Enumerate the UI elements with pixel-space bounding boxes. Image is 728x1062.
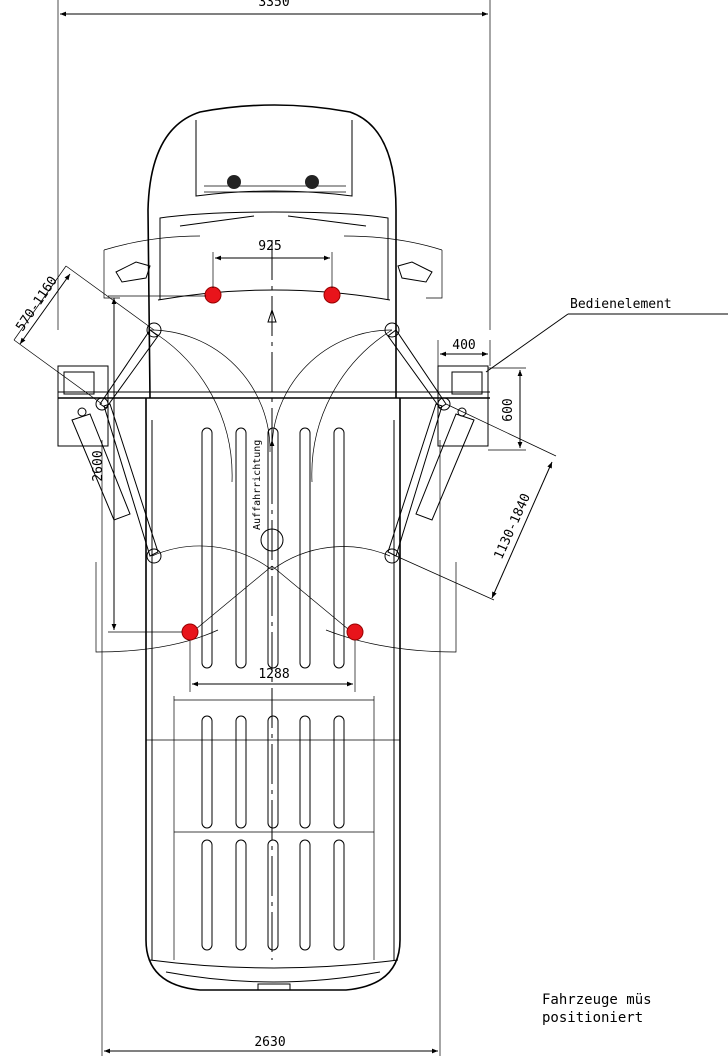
arm-front-label: 570-1160 <box>13 274 60 334</box>
lift-point-front-left <box>204 286 222 304</box>
vehicle-outline <box>115 104 433 991</box>
lift-point-rear-left <box>181 623 199 641</box>
positioning-note: Fahrzeuge müs positioniert <box>542 992 652 1026</box>
lift-point-front-right <box>323 286 341 304</box>
note-line-2: positioniert <box>542 1010 643 1026</box>
column-offset-label: 400 <box>452 338 475 353</box>
wheelbase-label: 2600 <box>91 450 106 481</box>
right-lift-column <box>384 322 489 564</box>
dimension-overall-width: 3350 <box>57 0 491 330</box>
dimension-bottom-width: 2630 <box>101 440 441 1056</box>
dimension-front-points: 925 <box>212 239 333 288</box>
dimension-wheelbase: 2600 <box>91 295 206 633</box>
dimension-column-offset: 400 <box>437 338 491 366</box>
left-lift-column <box>57 322 490 564</box>
rear-points-label: 1288 <box>258 667 289 682</box>
dimension-arm-rear: 1130-1840 <box>395 403 557 601</box>
control-element-label: Bedienelement <box>570 297 672 312</box>
roof-rails <box>201 427 345 951</box>
front-points-label: 925 <box>258 239 281 254</box>
drive-direction-axis: Auffahrrichtung <box>252 240 277 960</box>
drive-direction-label: Auffahrrichtung <box>252 440 263 530</box>
dimension-column-depth: 600 <box>488 367 526 451</box>
note-line-1: Fahrzeuge müs <box>542 992 652 1008</box>
dimension-rear-points: 1288 <box>189 640 356 692</box>
dimension-arm-front: 570-1160 <box>13 265 155 405</box>
overall-width-label: 3350 <box>258 0 289 10</box>
control-element-callout: Bedienelement <box>485 297 728 373</box>
bottom-width-label: 2630 <box>254 1035 285 1050</box>
lift-points <box>181 286 364 641</box>
arm-swing-arcs <box>95 235 457 653</box>
column-depth-label: 600 <box>501 398 516 421</box>
lift-point-rear-right <box>346 623 364 641</box>
